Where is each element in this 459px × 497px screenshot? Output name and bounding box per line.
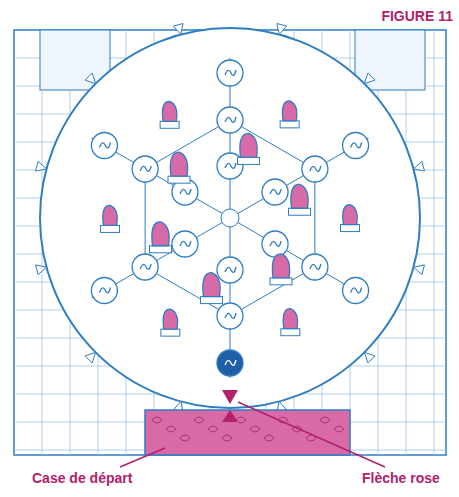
board-disc [40, 28, 420, 408]
space-symbol [225, 313, 236, 318]
board-space [217, 60, 243, 86]
statue [340, 205, 359, 232]
leader-line [120, 448, 165, 467]
statue [238, 133, 260, 164]
board-space [302, 254, 328, 280]
space-symbol [225, 163, 236, 168]
floral-pattern [208, 426, 218, 432]
notch [414, 265, 425, 275]
space-symbol [180, 241, 191, 246]
floral-pattern [222, 435, 232, 441]
space-symbol [225, 267, 236, 272]
pink-arrow [222, 410, 238, 422]
floral-pattern [166, 426, 176, 432]
board-space [343, 133, 369, 159]
board-space [262, 231, 288, 257]
statue [149, 222, 171, 253]
space-symbol [225, 360, 236, 365]
statue [161, 309, 180, 336]
statue [280, 101, 299, 128]
figure-number: FIGURE 11 [379, 8, 455, 24]
floral-pattern [180, 435, 190, 441]
callout-label: Flèche rose [360, 470, 442, 486]
space-symbol [310, 166, 321, 171]
board-space [172, 231, 198, 257]
board-space [217, 303, 243, 329]
space-symbol [225, 117, 236, 122]
notch [85, 73, 96, 84]
space-symbol [225, 70, 236, 75]
statue [168, 152, 190, 183]
notch [85, 352, 96, 363]
ring-path [145, 120, 315, 316]
space-symbol [140, 166, 151, 171]
space-symbol [99, 288, 110, 293]
board-space [343, 278, 369, 304]
start-space [217, 350, 243, 376]
space-symbol [99, 143, 110, 148]
wall-panel [355, 30, 425, 90]
notch [277, 24, 287, 35]
notch [414, 161, 425, 171]
space-symbol [180, 189, 191, 194]
notch [364, 352, 375, 363]
statue [200, 273, 222, 304]
notch [36, 265, 47, 275]
board-space [217, 257, 243, 283]
statue [270, 254, 292, 285]
space-symbol [310, 264, 321, 269]
notch [173, 24, 183, 35]
statue [160, 101, 179, 128]
start-square [145, 410, 350, 455]
board-space [132, 156, 158, 182]
statue [289, 184, 311, 215]
notch [36, 161, 47, 171]
board-space [217, 107, 243, 133]
space-symbol [270, 189, 281, 194]
space-symbol [270, 241, 281, 246]
callout-label: Case de départ [30, 470, 134, 486]
space-symbol [351, 288, 362, 293]
space-symbol [140, 264, 151, 269]
floral-pattern [320, 417, 330, 423]
board-space [91, 278, 117, 304]
floral-pattern [194, 417, 204, 423]
board-space [217, 153, 243, 179]
notch [364, 73, 375, 84]
board-space [302, 156, 328, 182]
floral-pattern [236, 417, 246, 423]
floral-pattern [152, 417, 162, 423]
board-space [262, 179, 288, 205]
board-space [132, 254, 158, 280]
floral-pattern [264, 435, 274, 441]
center-space [221, 209, 239, 227]
statue [281, 309, 300, 336]
space-symbol [351, 143, 362, 148]
floral-pattern [250, 426, 260, 432]
pink-arrow [222, 390, 238, 404]
board-space [91, 133, 117, 159]
leader-line [238, 402, 385, 467]
floral-pattern [334, 426, 344, 432]
statue [101, 205, 120, 232]
